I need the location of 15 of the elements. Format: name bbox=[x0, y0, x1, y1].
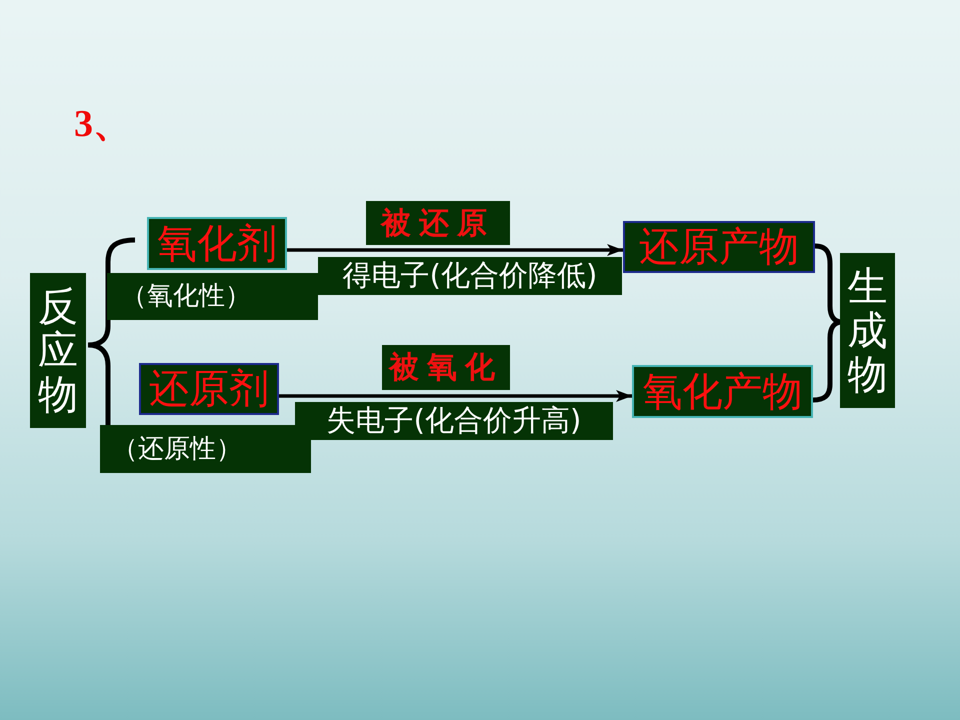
term-box: 还原剂 bbox=[139, 363, 279, 415]
term-box: 氧化剂 bbox=[147, 217, 287, 270]
process-label-box: 被还原 bbox=[366, 201, 510, 245]
electron-label-box: 得电子(化合价降低) bbox=[318, 257, 622, 295]
process-label-box: 被氧化 bbox=[382, 345, 510, 390]
arrow bbox=[287, 244, 623, 256]
term-box: 还原产物 bbox=[623, 221, 815, 273]
electron-label-box: 失电子(化合价升高) bbox=[295, 402, 613, 440]
vertical-label-box: 反应物 bbox=[30, 273, 86, 428]
vertical-label-box: 生成物 bbox=[840, 253, 895, 408]
title: 3、 bbox=[74, 104, 131, 146]
term-box: 氧化产物 bbox=[632, 365, 813, 418]
arrow bbox=[279, 390, 632, 402]
property-box: （还原性） bbox=[100, 425, 311, 473]
property-box: （氧化性） bbox=[107, 273, 318, 320]
